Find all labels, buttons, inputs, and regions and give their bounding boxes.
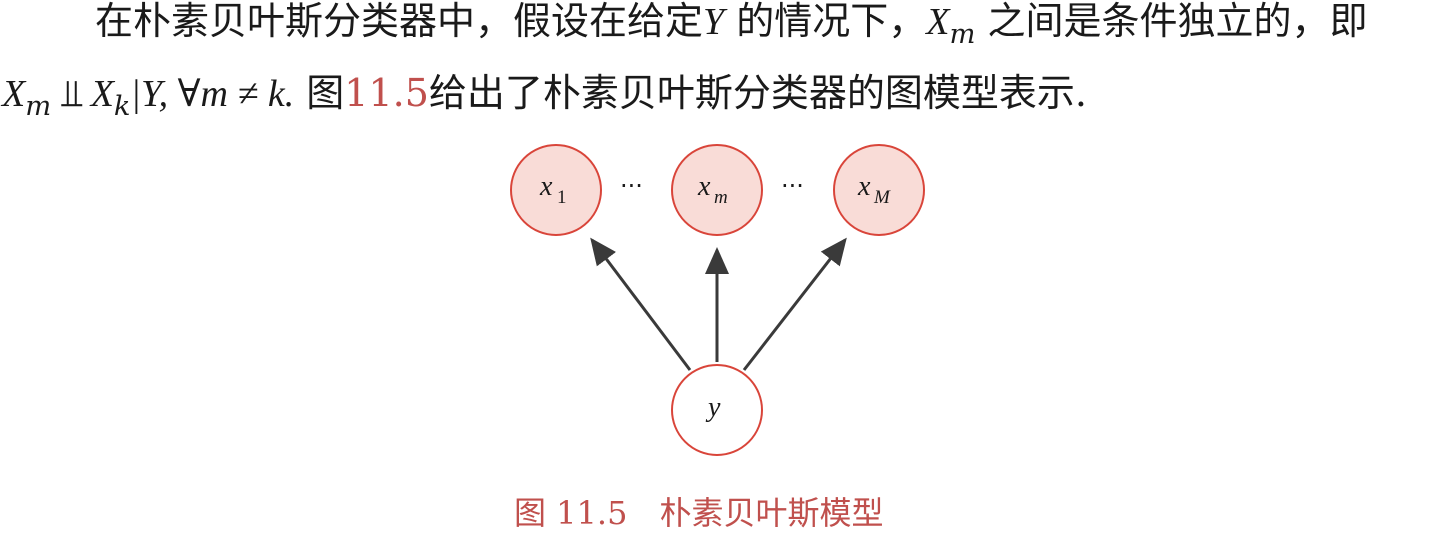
node-y-label: y: [705, 392, 721, 423]
line1-text-c: 之间是条件独立的，即: [975, 0, 1368, 43]
node-xM-label: x: [857, 171, 871, 202]
line2-text-a: 图: [294, 71, 345, 115]
node-y: y: [671, 364, 763, 456]
variable-Xm-subscript: m: [25, 90, 52, 122]
node-xm-label: x: [697, 171, 711, 202]
line1-text-a: 在朴素贝叶斯分类器中，假设在给定: [95, 0, 704, 43]
paragraph-line-2: Xm ⫫ Xk|Y, ∀m ≠ k. 图11.5给出了朴素贝叶斯分类器的图模型表…: [2, 74, 1087, 120]
paragraph-line-1: 在朴素贝叶斯分类器中，假设在给定Y 的情况下，Xm 之间是条件独立的，即: [95, 2, 1368, 48]
node-xM: x M: [833, 144, 925, 236]
node-x1-label: x: [539, 171, 553, 202]
ellipsis-left: ···: [620, 172, 643, 200]
variable-X-subscript: m: [949, 18, 976, 50]
figure-caption: 图 11.5 朴素贝叶斯模型: [514, 488, 883, 534]
node-x1-subscript: 1: [557, 187, 567, 208]
node-xM-subscript: M: [873, 187, 891, 208]
variable-Y: Y: [703, 1, 725, 43]
node-xm-subscript: m: [714, 187, 728, 208]
node-x1: x 1: [510, 144, 602, 236]
variable-Xk-subscript: k: [113, 90, 131, 122]
variable-X: X: [926, 1, 950, 43]
edge-y-to-xM: [742, 237, 847, 371]
line1-text-b: 的情况下，: [724, 0, 927, 43]
variable-Xm: X: [2, 73, 26, 115]
ellipsis-right: ···: [781, 172, 804, 200]
independence-symbol: ⫫: [51, 71, 91, 115]
edge-y-to-x1: [590, 237, 692, 371]
node-xm: x m: [671, 144, 763, 236]
caption-number: 图 11.5: [514, 494, 628, 532]
variable-Xk: X: [90, 73, 114, 115]
caption-title: 朴素贝叶斯模型: [659, 494, 884, 532]
condition-expression: |Y, ∀m ≠ k.: [130, 73, 295, 115]
line2-text-b: 给出了朴素贝叶斯分类器的图模型表示.: [428, 71, 1087, 115]
figure-reference-link[interactable]: 11.5: [344, 71, 429, 115]
